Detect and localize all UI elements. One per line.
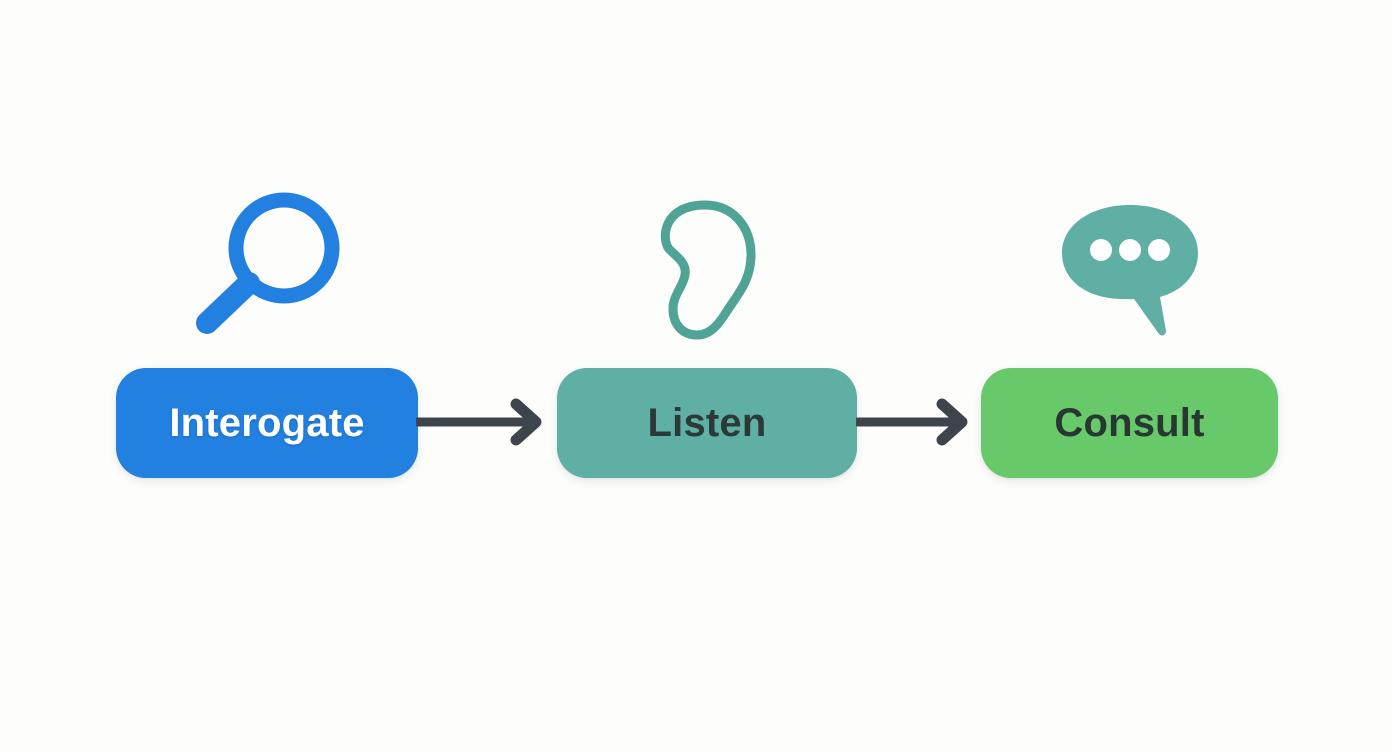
arrow-step1-to-step2 [416, 398, 558, 446]
step-label-consult: Consult [1054, 401, 1205, 445]
step-label-interogate: Interogate [169, 401, 365, 445]
step-pill-listen[interactable]: Listen [557, 368, 857, 478]
speech-bubble-icon-container [981, 190, 1278, 350]
magnifier-icon-container [116, 190, 418, 350]
step-label-listen: Listen [647, 401, 767, 445]
process-step-consult[interactable]: Consult [981, 190, 1278, 490]
ear-icon-container [557, 190, 857, 350]
speech-bubble-icon [1061, 205, 1198, 336]
step-pill-consult[interactable]: Consult [981, 368, 1278, 478]
process-step-listen[interactable]: Listen [557, 190, 857, 490]
step-pill-interogate[interactable]: Interogate [116, 368, 418, 478]
ear-icon [660, 200, 756, 340]
magnifier-icon [196, 192, 340, 334]
process-step-interogate[interactable]: Interogate [116, 190, 418, 490]
arrow-step2-to-step3 [856, 398, 984, 446]
